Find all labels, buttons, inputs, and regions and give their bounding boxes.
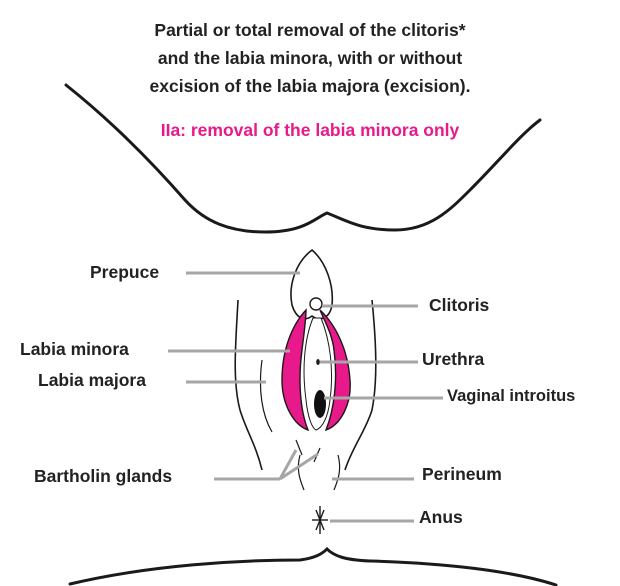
labia-majora-left-line — [235, 300, 262, 470]
perineum-line-left — [298, 455, 304, 490]
urethra-shape — [316, 359, 320, 365]
label-labia-minora: Labia minora — [20, 339, 129, 360]
bartholin-gland-left-mark — [296, 440, 302, 455]
vaginal-introitus-shape — [314, 390, 326, 418]
upper-body-contour — [66, 85, 540, 232]
label-labia-majora: Labia majora — [38, 370, 146, 391]
title-line-3: excision of the labia majora (excision). — [0, 76, 620, 97]
anus-shape — [312, 506, 328, 534]
label-clitoris: Clitoris — [429, 295, 489, 316]
lower-body-contour — [70, 549, 556, 585]
perineum-line-right — [334, 455, 340, 490]
subtitle-type-iia: IIa: removal of the labia minora only — [0, 120, 620, 141]
title-line-1: Partial or total removal of the clitoris… — [0, 20, 620, 41]
label-vaginal-introitus: Vaginal introitus — [447, 387, 575, 406]
label-perineum: Perineum — [422, 464, 502, 485]
label-anus: Anus — [419, 507, 463, 528]
label-bartholin-glands: Bartholin glands — [34, 466, 172, 487]
label-prepuce: Prepuce — [90, 262, 159, 283]
title-line-2: and the labia minora, with or without — [0, 48, 620, 69]
label-urethra: Urethra — [422, 349, 484, 370]
clitoris-shape — [310, 298, 322, 310]
inner-thigh-left-line — [260, 360, 272, 432]
